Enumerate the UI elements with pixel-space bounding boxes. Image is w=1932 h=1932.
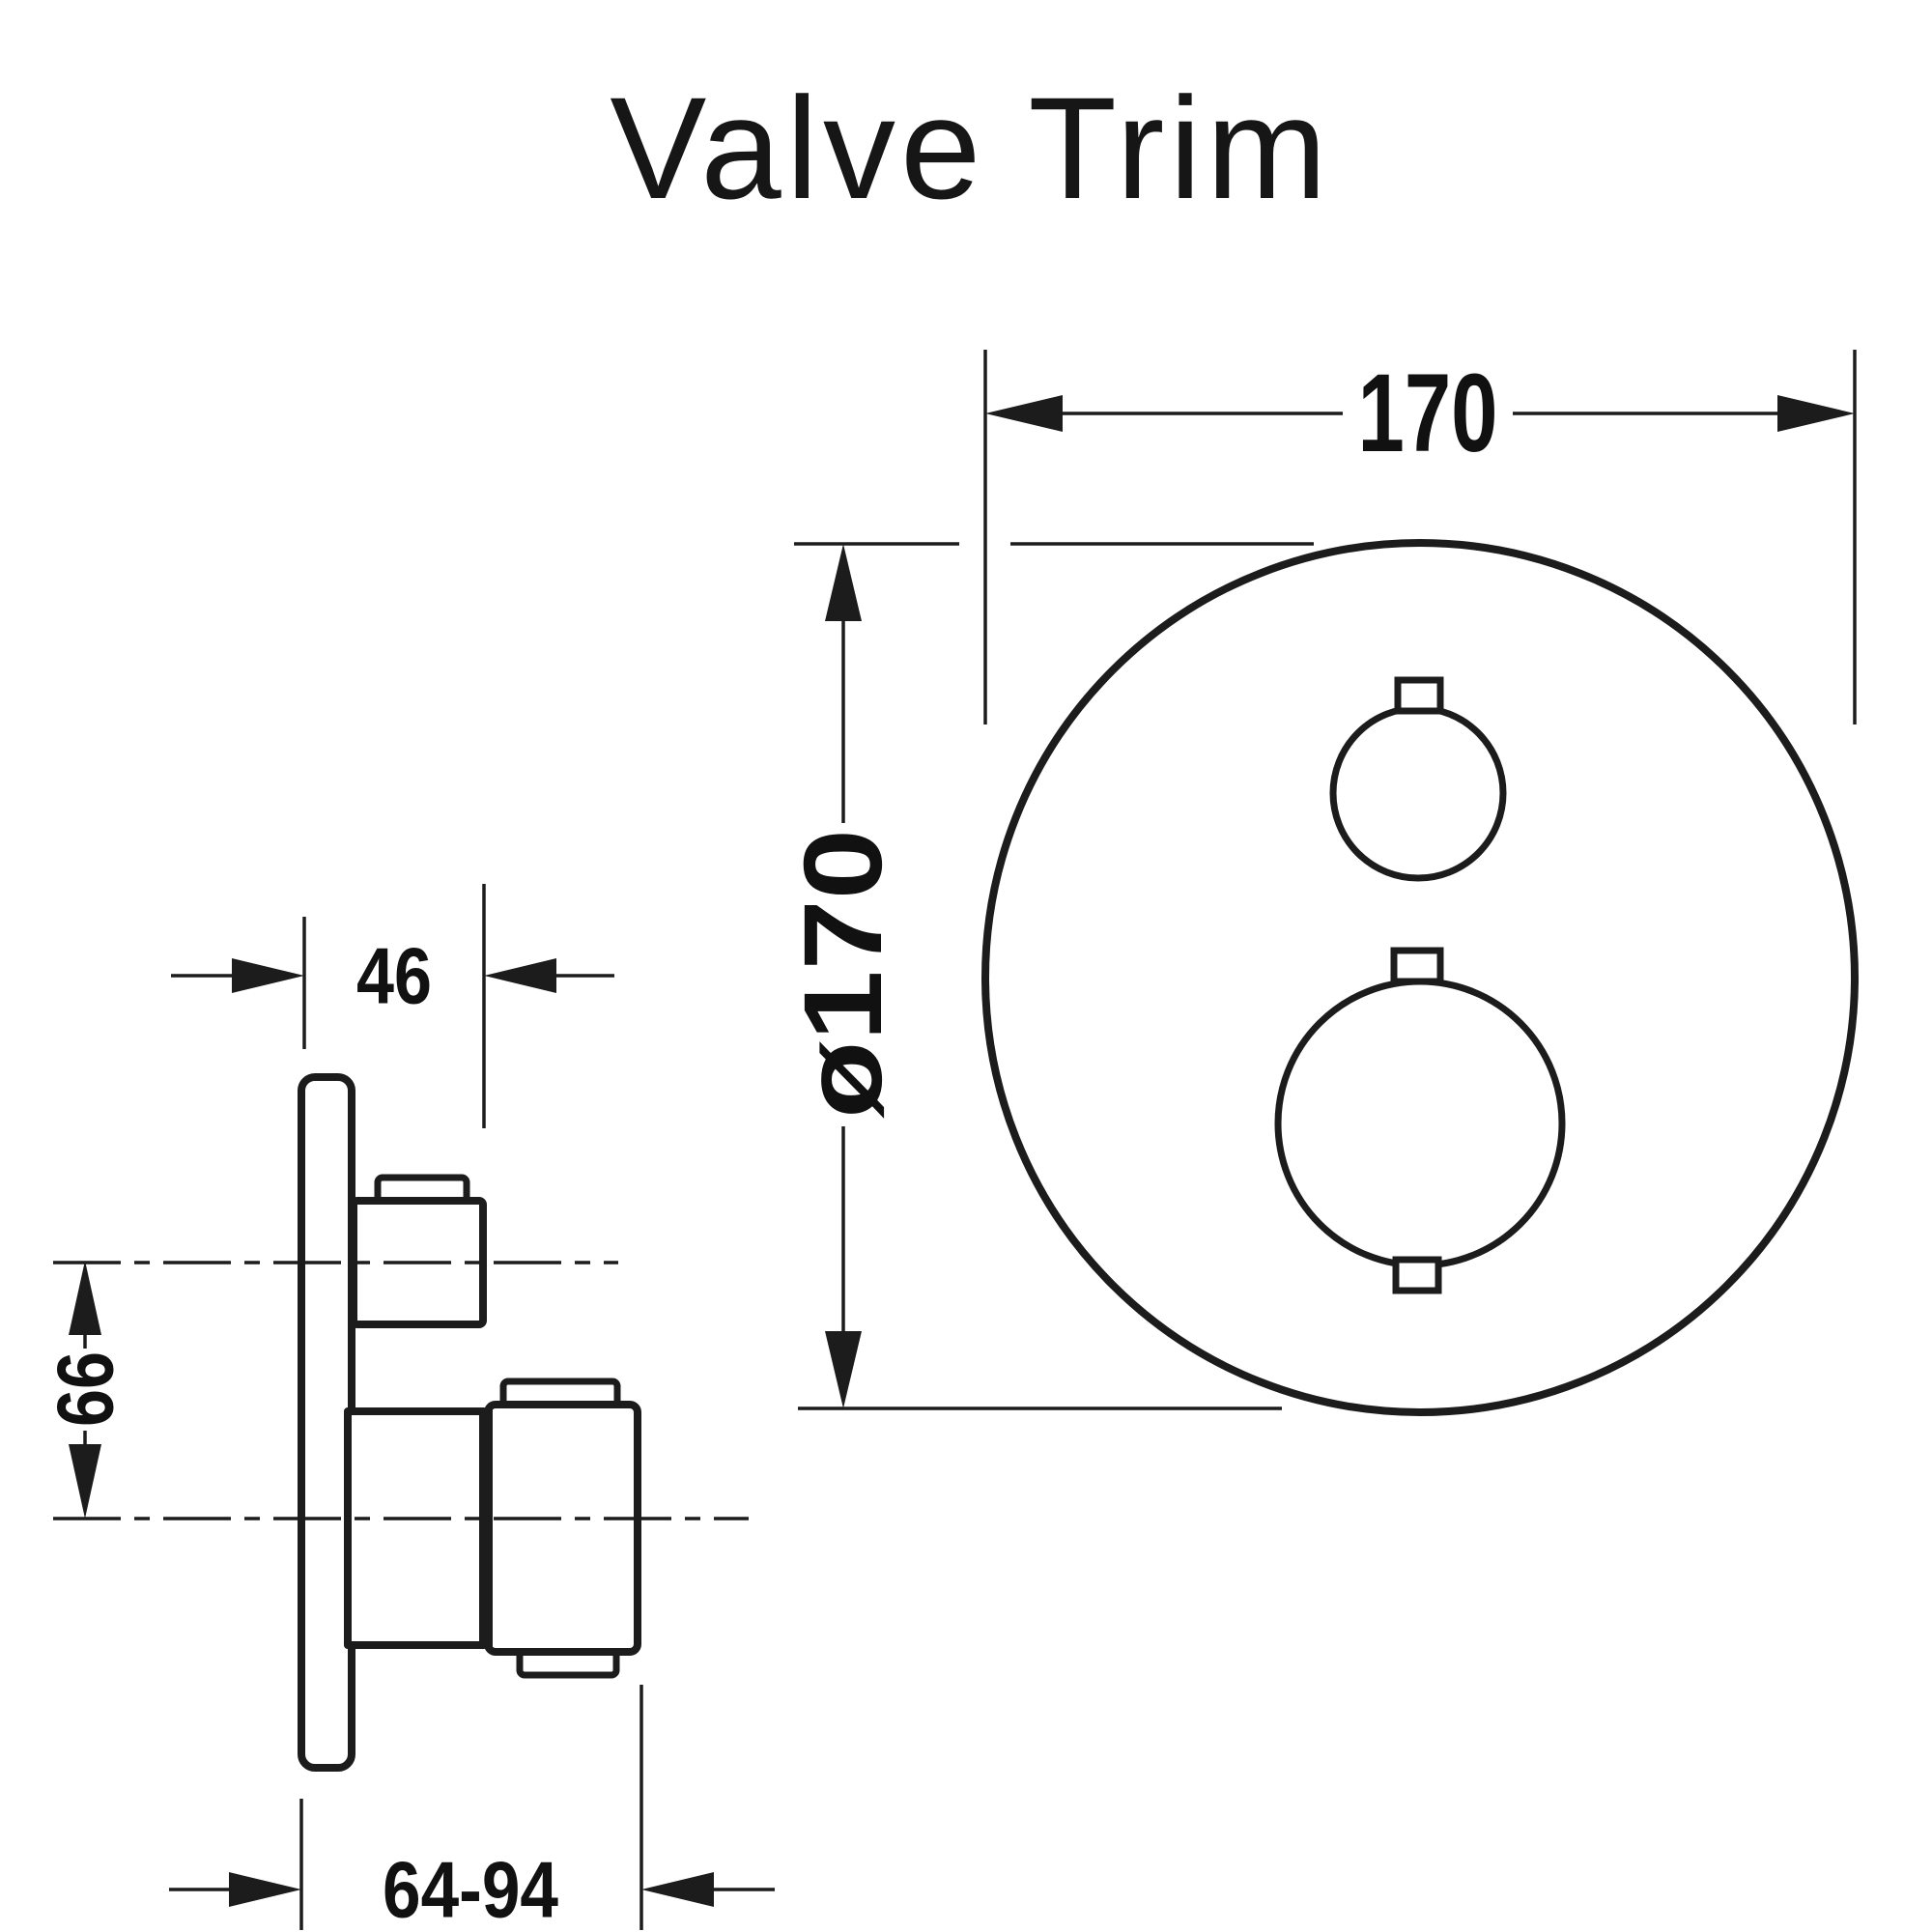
dim-46-label: 46: [356, 931, 432, 1021]
front-view: 170 ø170: [781, 350, 1859, 1416]
dim-dia170-arrow-down-icon: [825, 1331, 862, 1408]
side-bottom-knob-body: [484, 1401, 641, 1656]
dim-64-94-arrow-left-icon: [229, 1872, 301, 1907]
dim-64-94-label: 64-94: [383, 1845, 558, 1932]
dim-64-94-arrow-right-icon: [641, 1872, 714, 1907]
side-bottom-valve-body: [344, 1407, 488, 1649]
front-top-knob-circle: [1329, 704, 1507, 882]
dim-46-arrow-right-icon: [484, 958, 556, 993]
side-view: 46 66 64-94: [41, 884, 775, 1932]
dim-66-arrow-down-icon: [69, 1444, 101, 1519]
front-bottom-knob-tab-bottom: [1392, 1256, 1442, 1294]
dimension-dia-170: ø170: [781, 542, 1314, 1410]
dim-170-arrow-right-icon: [1777, 395, 1855, 432]
dimension-64-94: 64-94: [169, 1685, 775, 1932]
dim-170-arrow-left-icon: [985, 395, 1063, 432]
dim-66-label: 66: [41, 1351, 130, 1427]
front-bottom-knob-tab-top: [1390, 947, 1444, 985]
dim-dia170-arrow-up-icon: [825, 544, 862, 621]
dimension-46: 46: [171, 884, 614, 1128]
dim-46-arrow-left-icon: [232, 958, 304, 993]
dim-170-label: 170: [1358, 352, 1498, 475]
front-bottom-knob-circle: [1274, 978, 1566, 1269]
dim-66-arrow-up-icon: [69, 1261, 101, 1335]
dim-dia170-label: ø170: [781, 829, 905, 1119]
dimension-170: 170: [983, 350, 1857, 724]
front-top-knob-tab: [1394, 676, 1444, 715]
dimension-66: 66: [41, 1261, 130, 1519]
page-title: Valve Trim: [610, 67, 1331, 229]
